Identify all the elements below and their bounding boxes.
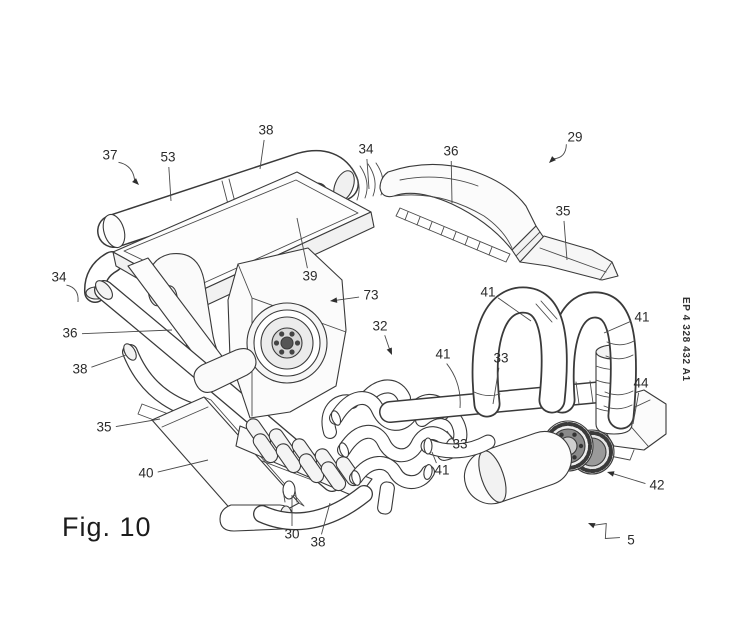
ref-label-73-12: 73: [363, 288, 378, 303]
ref-label-53-1: 53: [160, 150, 175, 165]
ref-label-36-4: 36: [443, 144, 458, 159]
ref-label-34-7: 34: [51, 270, 67, 285]
engine-assembly-art: [83, 149, 667, 532]
leader-line-41-20: [431, 451, 437, 464]
leader-line-34-7: [66, 284, 79, 303]
leader-arrowhead-29-5: [549, 156, 556, 163]
ref-label-39-11: 39: [302, 269, 317, 284]
leader-line-36-8: [81, 329, 173, 335]
ref-label-41-20: 41: [434, 463, 449, 478]
ref-label-35-6: 35: [555, 204, 570, 219]
part-bottom-pipe: [253, 480, 373, 531]
ref-label-36-8: 36: [62, 326, 77, 341]
ref-label-30-22: 30: [284, 527, 299, 542]
leader-line-38-9: [91, 354, 127, 368]
leader-line-53-1: [168, 166, 172, 202]
leader-line-40-21: [157, 459, 209, 473]
leader-arrowhead-42-24: [607, 471, 615, 477]
part-left-hose: [471, 286, 568, 418]
part-upper-tube: [97, 149, 359, 249]
ref-label-32-13: 32: [372, 319, 387, 334]
leader-line-34-3: [366, 158, 370, 190]
leader-arrowhead-32-13: [386, 347, 392, 355]
ref-label-41-18: 41: [435, 347, 450, 362]
ref-label-38-2: 38: [258, 123, 273, 138]
ref-label-33-16: 33: [493, 351, 508, 366]
leader-line-41-14: [497, 297, 532, 322]
ref-label-34-3: 34: [358, 142, 374, 157]
ref-label-44-17: 44: [633, 376, 649, 391]
ref-label-40-21: 40: [138, 466, 153, 481]
ref-label-38-9: 38: [72, 362, 87, 377]
ref-label-29-5: 29: [567, 130, 582, 145]
leader-arrowhead-5-25: [588, 523, 596, 529]
leader-line-38-23: [321, 502, 331, 535]
leader-line-33-16: [492, 367, 500, 405]
patent-number-sidetext: EP 4 328 432 A1: [680, 297, 691, 382]
part-connecting-pipe: [420, 434, 496, 459]
leader-line-36-4: [450, 160, 453, 204]
leader-arrowhead-73-12: [330, 297, 338, 303]
part-upper-duct: [379, 163, 545, 263]
leader-line-35-10: [115, 418, 161, 428]
leader-line-73-12: [335, 296, 360, 301]
leader-line-33-19: [446, 430, 453, 439]
leader-line-39-11: [296, 217, 308, 269]
part-small-canister: [377, 481, 395, 515]
ref-label-37-0: 37: [102, 148, 117, 163]
part-nozzle: [519, 235, 619, 281]
leader-line-44-17: [632, 392, 640, 425]
ref-label-33-19: 33: [452, 437, 467, 452]
ref-label-42-24: 42: [649, 478, 664, 493]
leader-line-32-13: [384, 335, 391, 350]
ref-label-35-10: 35: [96, 420, 111, 435]
ref-label-5-25: 5: [627, 533, 635, 548]
leader-line-35-6: [563, 220, 568, 261]
part-large-canister: [463, 431, 572, 505]
leader-line-5-25: [593, 522, 620, 539]
leader-line-42-24: [612, 473, 646, 485]
leader-line-29-5: [553, 144, 567, 160]
leader-line-41-15: [603, 320, 632, 334]
figure-caption: Fig. 10: [62, 512, 152, 542]
part-engine-block: [227, 247, 347, 419]
ref-label-41-15: 41: [634, 310, 649, 325]
leader-line-41-18: [446, 363, 461, 409]
ref-label-38-23: 38: [310, 535, 325, 550]
leader-line-38-2: [259, 139, 265, 170]
leader-arrowhead-37-0: [132, 178, 139, 185]
ref-label-41-14: 41: [480, 285, 495, 300]
leader-line-37-0: [118, 161, 136, 181]
